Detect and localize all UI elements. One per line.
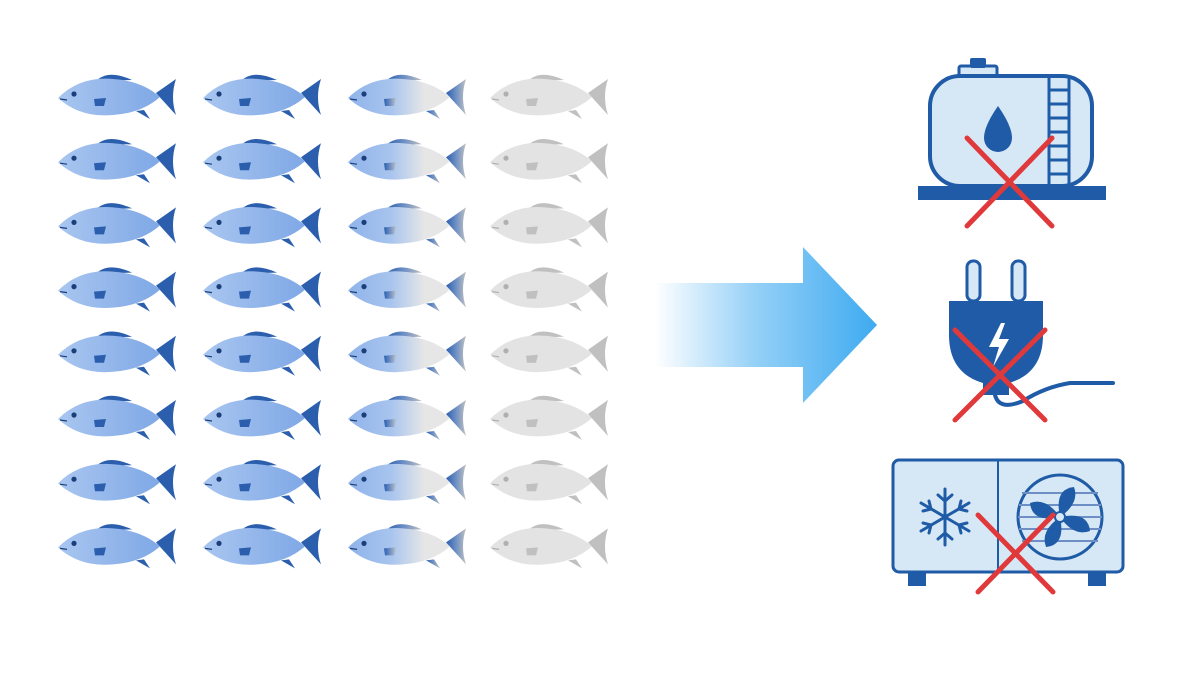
fish-icon	[490, 331, 608, 376]
fish-icon	[203, 524, 321, 569]
lightning-icon	[989, 323, 1009, 367]
fish-icon	[348, 524, 466, 569]
fish-icon	[58, 524, 176, 569]
fish-icon	[203, 138, 321, 184]
fish-icon	[348, 459, 466, 505]
fish-grid	[58, 74, 608, 569]
fish-icon	[490, 395, 608, 440]
fish-icon	[58, 395, 176, 440]
fish-icon	[58, 267, 176, 312]
fish-icon	[348, 138, 466, 184]
fish-icon	[348, 267, 466, 312]
fish-icon	[58, 138, 176, 184]
fish-icon	[490, 267, 608, 312]
fish-icon	[203, 331, 321, 376]
fish-icon	[203, 74, 321, 119]
fan-icon	[1016, 473, 1104, 561]
fish-icon	[490, 459, 608, 505]
fish-icon	[348, 331, 466, 376]
cross-mark-icon	[952, 327, 1048, 423]
fish-icon	[203, 459, 321, 505]
fish-icon	[490, 74, 608, 119]
fish-icon	[490, 138, 608, 184]
fish-icon	[348, 395, 466, 440]
fish-icon	[58, 203, 176, 248]
fish-icon	[203, 395, 321, 440]
ladder-icon	[1047, 78, 1071, 186]
fish-icon	[348, 74, 466, 119]
cross-mark-icon	[975, 512, 1056, 595]
oil-tank-icon	[918, 58, 1106, 229]
oil-drop-icon	[984, 106, 1012, 152]
fish-icon	[490, 203, 608, 248]
fish-icon	[490, 524, 608, 569]
fish-icon	[58, 459, 176, 505]
fish-icon	[58, 331, 176, 376]
air-conditioner-icon	[891, 458, 1125, 595]
fish-icon	[58, 74, 176, 119]
flow-arrow-shape	[655, 247, 877, 403]
electric-plug-icon	[949, 259, 1115, 423]
flow-arrow	[655, 247, 877, 403]
fish-icon	[203, 267, 321, 312]
cross-mark-icon	[964, 135, 1055, 229]
snowflake-icon	[919, 487, 971, 547]
fish-icon	[348, 203, 466, 248]
fish-icon	[203, 203, 321, 248]
